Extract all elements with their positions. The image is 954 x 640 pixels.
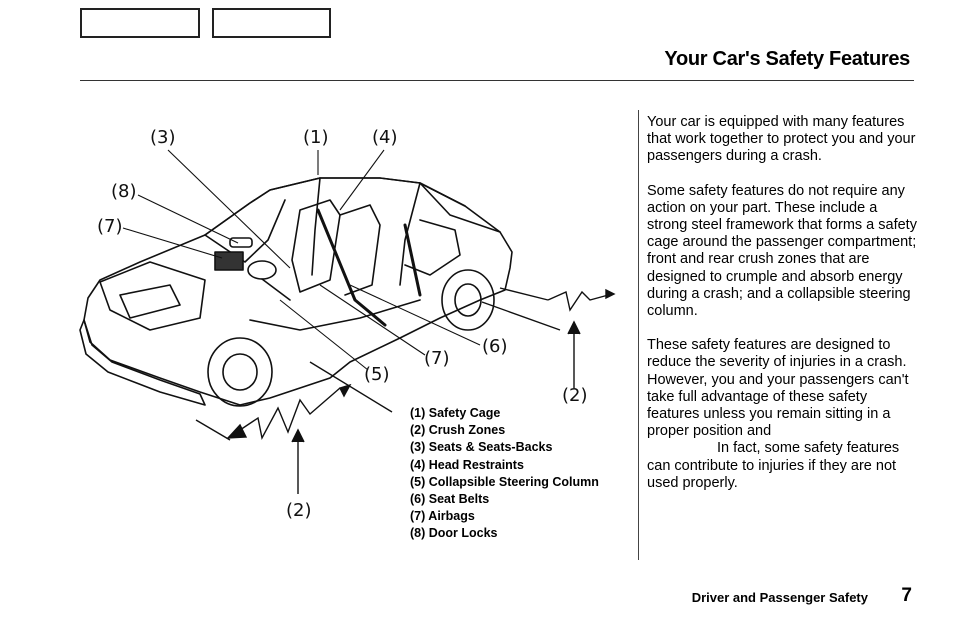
nav-button-next[interactable] — [212, 8, 331, 38]
callout-1: (1) — [303, 127, 329, 148]
c-pillar — [399, 182, 421, 286]
callout-7-left: (7) — [97, 216, 123, 237]
nav-button-previous[interactable] — [80, 8, 200, 38]
callout-7-bottom: (7) — [424, 348, 450, 369]
front-bumper — [79, 319, 206, 406]
front-seat — [291, 199, 341, 293]
callout-3: (3) — [150, 127, 176, 148]
page-title: Your Car's Safety Features — [664, 48, 910, 70]
intro-paragraph-1: Your car is equipped with many features … — [647, 114, 916, 165]
intro-paragraph-3-part-b: In fact, some safety features can contri… — [647, 440, 900, 491]
door-lock — [229, 237, 253, 248]
intro-text: Your car is equipped with many features … — [647, 114, 919, 509]
legend-item: (4) Head Restraints — [410, 457, 524, 472]
callout-2-left: (2) — [286, 500, 312, 521]
legend-item: (6) Seat Belts — [410, 492, 490, 507]
footer-section-title: Driver and Passenger Safety — [691, 590, 868, 605]
airbag-module — [214, 251, 244, 271]
rear-wheel — [441, 269, 495, 331]
legend-item: (8) Door Locks — [410, 526, 498, 541]
title-divider — [80, 80, 914, 81]
rear-window — [419, 182, 501, 233]
legend-item: (5) Collapsible Steering Column — [410, 474, 599, 489]
legend-item: (7) Airbags — [410, 509, 475, 524]
intro-paragraph-3-part-a: These safety features are designed to re… — [647, 337, 909, 440]
column-divider — [638, 110, 639, 560]
b-pillar — [311, 177, 321, 276]
rear-seat — [404, 219, 461, 276]
intro-paragraph-2: Some safety features do not require any … — [647, 182, 917, 320]
intro-paragraph-3: These safety features are designed to re… — [647, 337, 919, 492]
legend-item: (2) Crush Zones — [410, 423, 506, 438]
page-number: 7 — [901, 585, 912, 606]
legend-item: (3) Seats & Seats-Backs — [410, 440, 553, 455]
front-wheel — [207, 337, 273, 407]
callout-2-right: (2) — [562, 385, 588, 406]
callout-6: (6) — [482, 336, 508, 357]
callout-4: (4) — [372, 127, 398, 148]
diagram-legend: (1) Safety Cage (2) Crush Zones (3) Seat… — [410, 405, 599, 543]
callout-5: (5) — [364, 364, 390, 385]
callout-8: (8) — [111, 181, 137, 202]
seat-belt — [316, 208, 387, 327]
steering-wheel — [247, 260, 277, 280]
a-pillar — [204, 199, 286, 263]
legend-item: (1) Safety Cage — [410, 406, 501, 420]
